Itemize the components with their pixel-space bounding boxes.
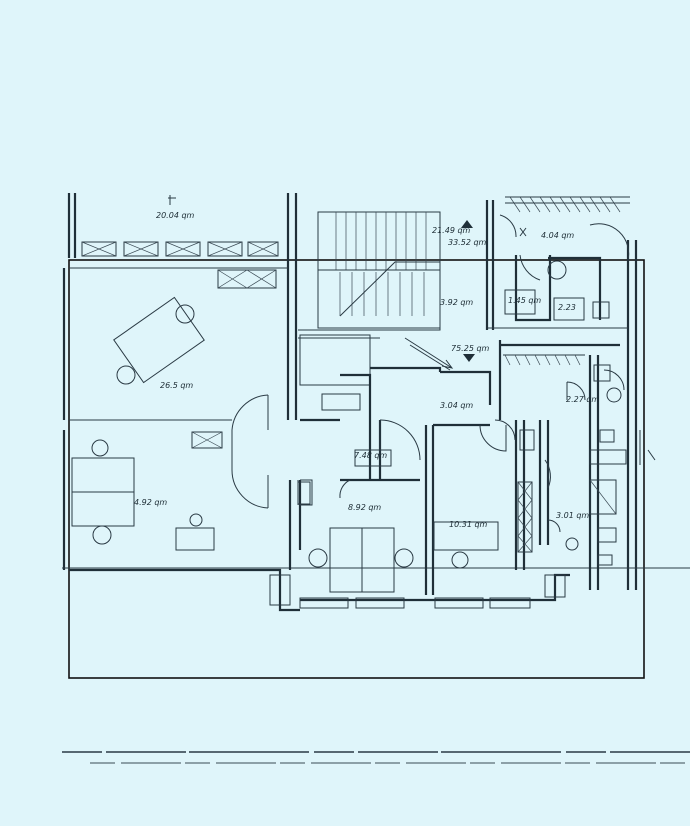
outer-walls [62,193,690,612]
room-area-label: 4.04 qm [541,231,574,240]
windows [269,479,566,609]
room-area-label: 3.01 qm [556,511,589,520]
room-area-label: 21.49 qm [432,226,471,235]
staircase [298,211,441,386]
room-area-label: 3.92 qm [440,298,473,307]
room-area-label: 1.45 qm [508,296,541,305]
plan-frame [68,259,645,679]
room-area-label: 10.31 qm [449,520,488,529]
room-area-label: 20.04 qm [156,211,195,220]
room-area-label: 2.23 [558,303,576,312]
room-area-label: 4.92 qm [134,498,167,507]
room-labels: 20.04 qm 21.49 qm 33.52 qm 4.04 qm 26.5 … [134,211,599,529]
doors [231,214,630,533]
furniture [71,260,627,593]
markers [168,195,656,465]
room-area-label: 33.52 qm [448,238,487,247]
scan-lines [62,751,690,764]
room-area-label: 3.04 qm [440,401,473,410]
room-area-label: 26.5 qm [160,381,193,390]
railing [81,196,630,289]
room-area-label: 75.25 qm [451,344,490,353]
room-area-label: 2.27 qm [566,395,599,404]
room-area-label: 7.48 qm [354,451,387,460]
room-area-label: 8.92 qm [348,503,381,512]
